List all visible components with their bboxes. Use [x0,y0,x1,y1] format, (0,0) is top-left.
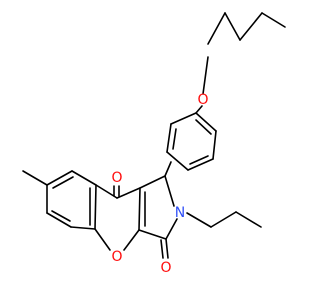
bond-fusion [94,184,97,230]
lactam-carbonyl-double-bond [160,239,164,259]
bond-ether-oxygen-to-chain-visible [202,56,209,95]
bond [261,12,286,28]
phenyl-ring [166,112,217,171]
ketone-oxygen-label: O [111,170,122,186]
ether-oxygen-label: O [197,92,208,108]
bond [71,170,97,186]
bond [207,12,226,45]
aromatic-inner-bond [52,176,74,189]
bond-phenyl-to-ch [164,161,172,177]
bond [170,112,197,125]
bond-to-ring-oxygen [123,229,140,251]
ring-oxygen-label: O [111,249,122,265]
aromatic-inner-bond [51,210,71,222]
bond [195,112,217,132]
bond [235,211,262,228]
bond [210,211,237,228]
butyl-chain [207,12,286,45]
lactam-carbonyl-bond [165,238,169,259]
bond [139,175,166,189]
bond [166,151,189,171]
bond [224,12,241,41]
bond [166,123,172,153]
bond [70,226,96,230]
pyrrolidinone-ring [138,175,178,240]
bond-n-to-co [165,218,178,240]
bond [46,170,73,186]
aromatic-inner-bond [189,155,209,165]
pyranone-ring [94,184,141,251]
bond [138,229,167,240]
bond-ring-oxygen-to-aryl [94,228,111,251]
bond [46,212,72,228]
aromatic-inner-bond [195,119,212,135]
bond [186,212,212,228]
bond [239,12,263,41]
molecule-structure: O O O O N [22,12,286,276]
bond [138,187,141,231]
bond [212,130,217,160]
bond [164,175,175,207]
benzo-ring [46,170,97,230]
propyl-chain [186,211,262,228]
bond [116,187,141,199]
bond [187,158,214,171]
lactam-oxygen-label: O [160,260,171,276]
methyl-bond-visible [22,170,48,186]
nitrogen-label: N [175,205,185,221]
aromatic-inner-bond [172,128,177,150]
structure-canvas: O O O O N [22,12,286,276]
bond-ring-to-ether-oxygen [195,105,203,114]
